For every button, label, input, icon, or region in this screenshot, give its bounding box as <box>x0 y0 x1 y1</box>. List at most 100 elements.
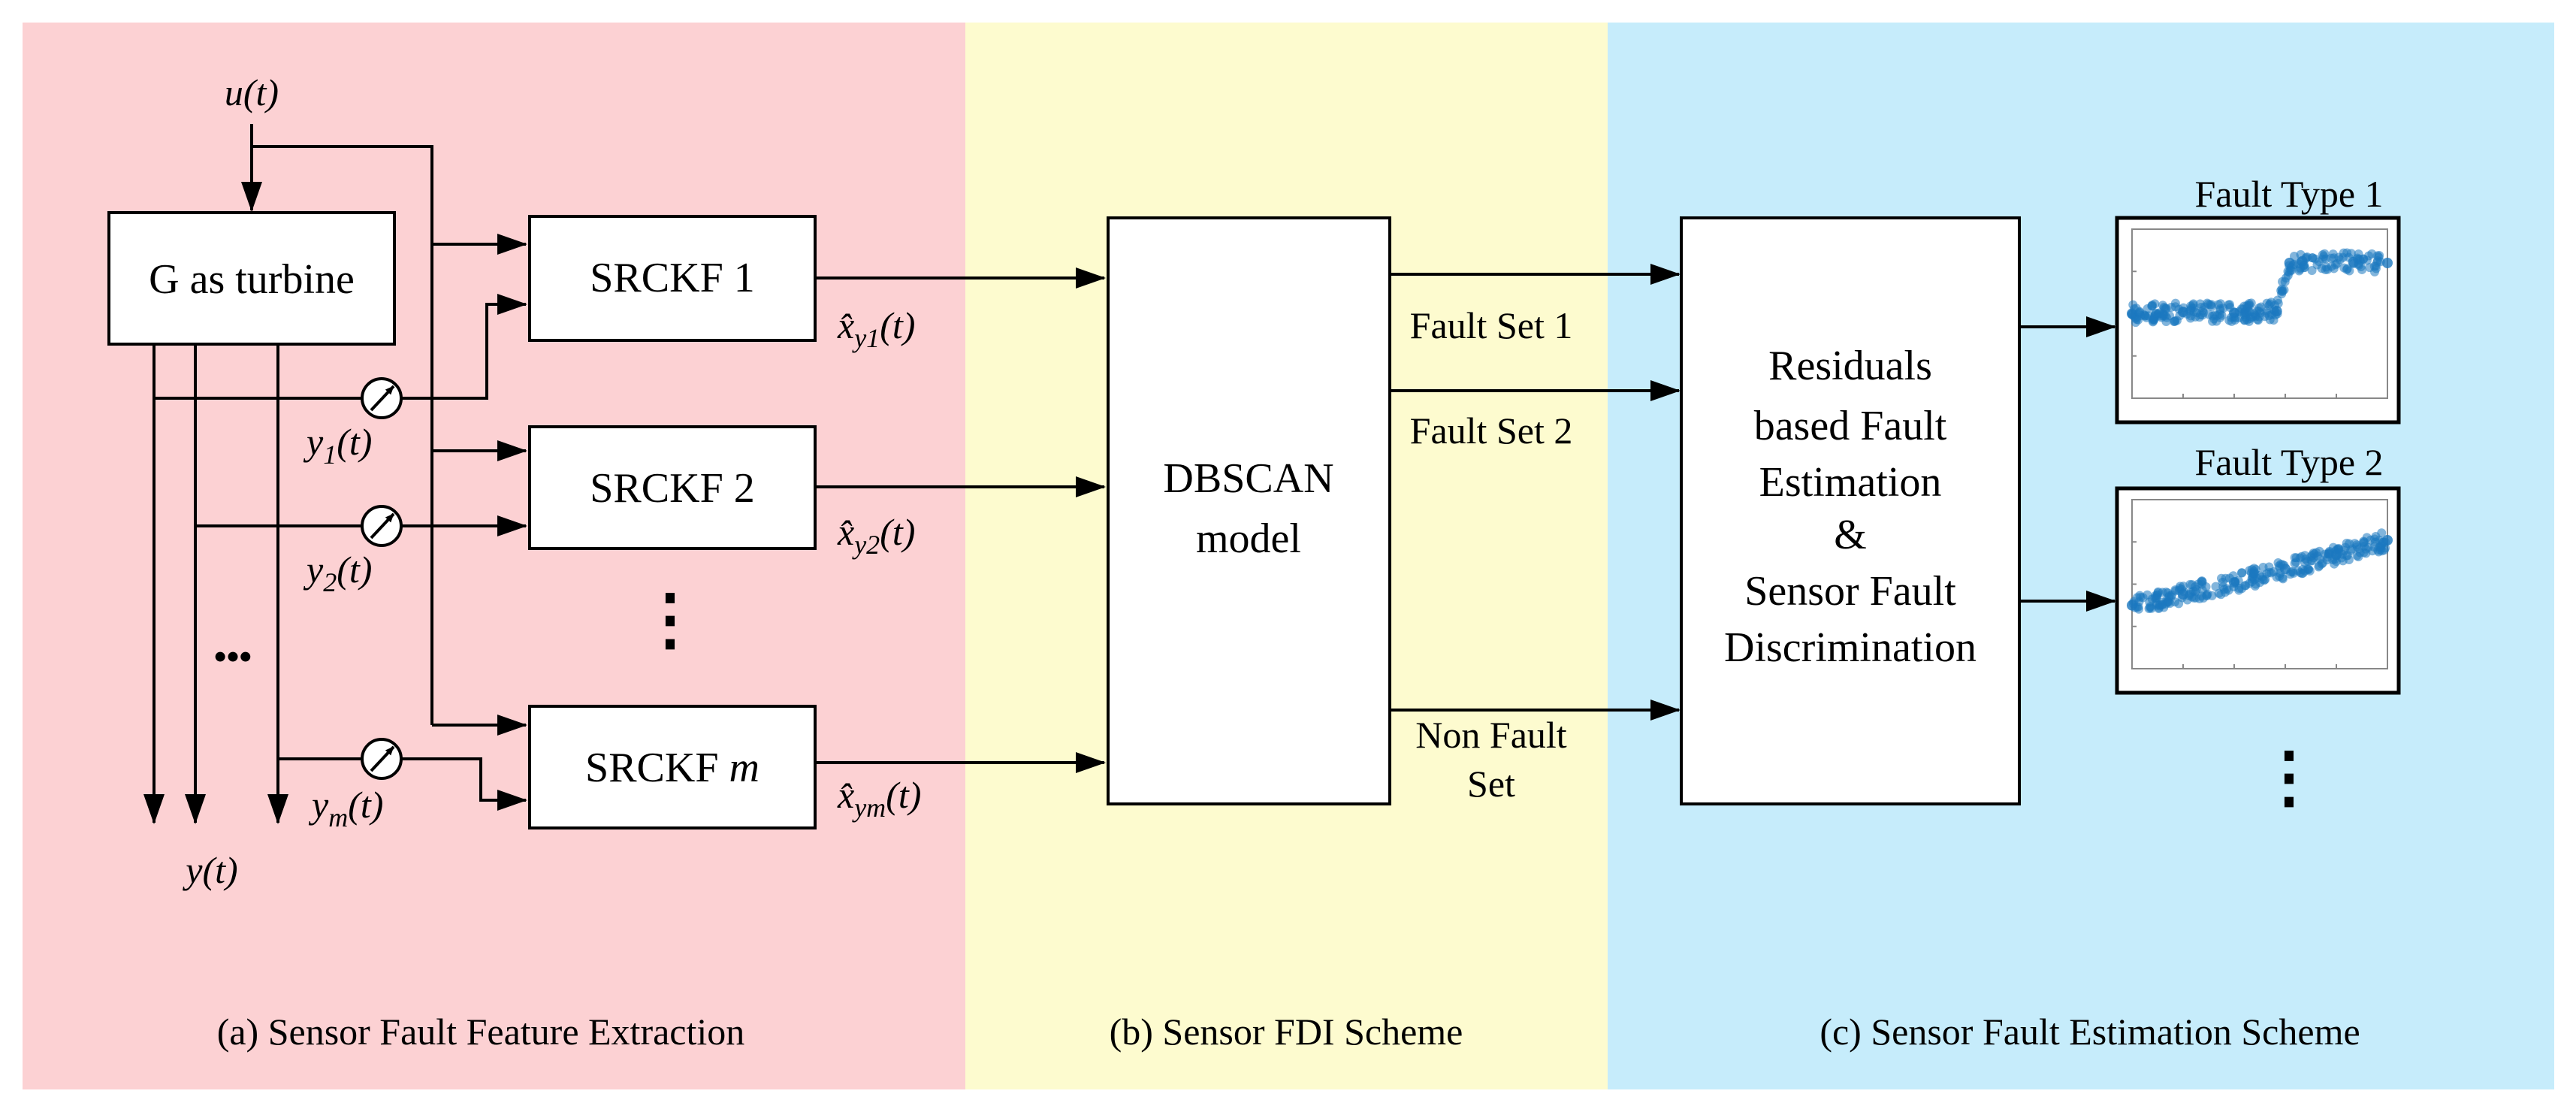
noise-point <box>2236 304 2246 314</box>
noise-point <box>2132 603 2142 612</box>
estimation-block <box>1680 216 2021 805</box>
noise-point <box>2276 286 2286 295</box>
fault-type-2-title: Fault Type 2 <box>2194 441 2383 483</box>
sensor-m-to-srckfm-arrow <box>401 757 527 811</box>
sensor-m-label: ym(t) <box>308 784 383 832</box>
noise-point <box>2289 259 2299 269</box>
noise-point <box>2283 270 2293 280</box>
noise-point <box>2170 316 2179 326</box>
noise-point <box>2375 536 2384 545</box>
noise-point <box>2161 599 2170 609</box>
noise-point <box>2291 553 2301 563</box>
noise-point <box>2300 260 2309 270</box>
noise-point <box>2270 310 2280 320</box>
noise-point <box>2345 539 2354 548</box>
estimation-label-line4: & <box>1834 512 1867 558</box>
estimate-2-label: x̂y2(t) <box>837 511 915 560</box>
noise-point <box>2256 302 2266 312</box>
noise-point <box>2278 276 2288 286</box>
fault-type-1-title: Fault Type 1 <box>2194 173 2383 215</box>
noise-point <box>2334 252 2344 262</box>
fault-type-2-plot <box>2127 499 2393 669</box>
noise-point <box>2146 603 2156 613</box>
estimation-label-line3: Estimation <box>1759 459 1942 506</box>
noise-point <box>2150 591 2160 600</box>
sensor-2-needle <box>370 512 395 539</box>
noise-point <box>2253 315 2263 325</box>
noise-point <box>2353 254 2363 264</box>
noise-point <box>2197 591 2206 601</box>
sensor-m-needle <box>370 745 395 772</box>
noise-point <box>2324 549 2333 559</box>
srckf-m-label: SRCKF m <box>585 745 760 791</box>
srckf-vertical-ellipsis: ⋮ <box>636 583 704 657</box>
non-fault-set-label-line2: Set <box>1467 763 1515 805</box>
dbscan-block <box>1107 216 1391 805</box>
data-point <box>2382 258 2393 268</box>
noise-point <box>2342 551 2352 561</box>
noise-point <box>2369 542 2379 552</box>
noise-point <box>2250 568 2260 578</box>
output-signal-label: y(t) <box>182 849 237 891</box>
srckf-2-block <box>528 425 817 550</box>
noise-point <box>2211 582 2221 591</box>
noise-point <box>2342 264 2351 274</box>
noise-point <box>2207 591 2217 600</box>
panel-a-caption: (a) Sensor Fault Feature Extraction <box>217 1011 745 1053</box>
panel-a-background <box>23 23 965 1089</box>
noise-point <box>2269 301 2279 310</box>
srckf-m-block <box>528 705 817 829</box>
noise-point <box>2318 250 2327 260</box>
noise-point <box>2225 303 2235 313</box>
panel-c-caption: (c) Sensor Fault Estimation Scheme <box>1820 1011 2360 1053</box>
noise-point <box>2330 554 2339 564</box>
fault-type-1-plot <box>2127 228 2393 399</box>
dbscan-label-line2: model <box>1196 515 1301 562</box>
noise-point <box>2206 300 2216 310</box>
estimate-1-label: x̂y1(t) <box>837 304 915 353</box>
gas-turbine-block <box>107 211 396 346</box>
estimate-m-label: x̂ym(t) <box>837 774 921 823</box>
panel-b-caption: (b) Sensor FDI Scheme <box>1110 1011 1463 1053</box>
noise-point <box>2164 592 2174 602</box>
sensor-2-label: y2(t) <box>303 548 372 597</box>
estimation-label-line1: Residuals <box>1768 343 1932 389</box>
noise-point <box>2321 262 2331 272</box>
noise-point <box>2305 566 2315 576</box>
estimation-label-line2: based Fault <box>1754 403 1947 449</box>
noise-point <box>2251 579 2260 589</box>
noise-point <box>2352 540 2362 550</box>
noise-point <box>2330 260 2340 270</box>
noise-point <box>2327 253 2336 263</box>
noise-point <box>2220 588 2230 597</box>
noise-point <box>2197 579 2206 589</box>
srckf-2-label: SRCKF 2 <box>590 465 754 512</box>
noise-point <box>2215 304 2225 314</box>
fault-type-vertical-ellipsis: ⋮ <box>2255 741 2323 815</box>
estimation-label-line6: Discrimination <box>1724 624 1977 671</box>
noise-point <box>2170 302 2180 312</box>
noise-point <box>2307 265 2317 275</box>
noise-point <box>2134 307 2144 317</box>
srckf-1-label: SRCKF 1 <box>590 255 754 301</box>
noise-point <box>2289 252 2299 261</box>
estimation-label-line5: Sensor Fault <box>1744 568 1956 615</box>
noise-point <box>2314 562 2324 572</box>
noise-point <box>2352 551 2362 561</box>
noise-point <box>2297 569 2307 579</box>
fault-set-2-label: Fault Set 2 <box>1410 409 1573 452</box>
noise-point <box>2262 569 2272 579</box>
noise-point <box>2143 304 2152 313</box>
noise-point <box>2161 311 2170 321</box>
fault-set-1-label: Fault Set 1 <box>1410 304 1573 346</box>
gas-turbine-label: G as turbine <box>149 256 355 303</box>
noise-point <box>2174 599 2184 609</box>
noise-point <box>2185 313 2195 323</box>
noise-point <box>2308 253 2318 263</box>
output-ellipsis: ••• <box>214 637 252 677</box>
noise-point <box>2185 306 2195 316</box>
noise-point <box>2221 573 2230 583</box>
noise-point <box>2131 318 2140 328</box>
sensor-1-label: y1(t) <box>303 421 372 470</box>
